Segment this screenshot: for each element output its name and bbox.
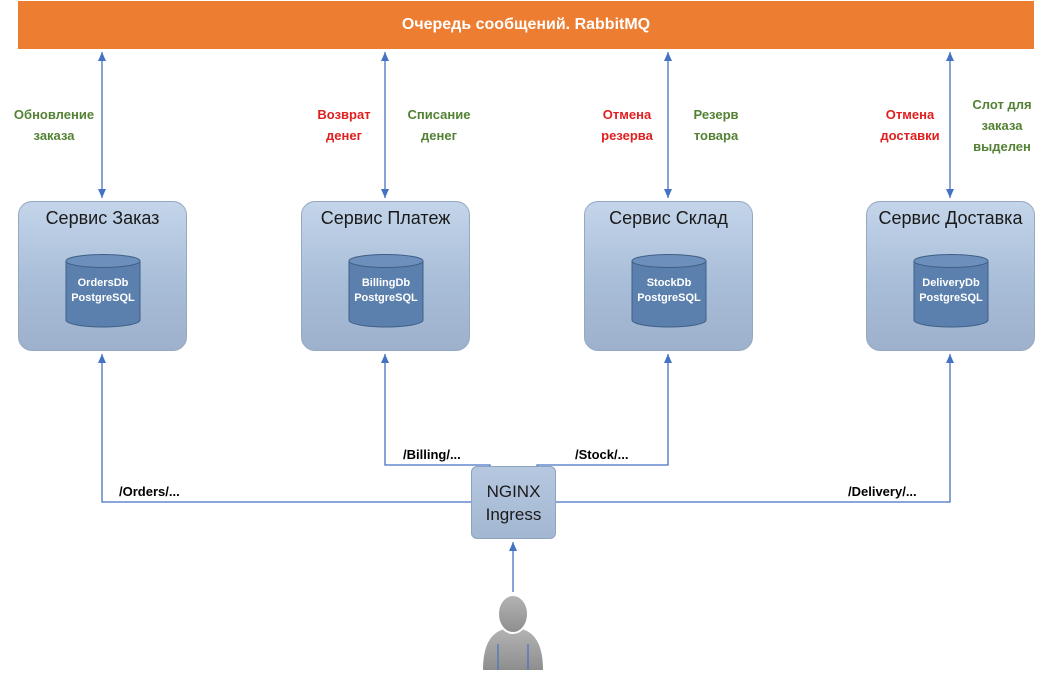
db-engine: PostgreSQL [354, 292, 418, 304]
route-line-billing [381, 354, 491, 466]
route-line-orders [98, 354, 471, 503]
user-icon [483, 594, 543, 670]
event-cancel-delivery: Отмена доставки [880, 107, 940, 143]
service-stock: Сервис Склад StockDb PostgreSQL [584, 201, 753, 351]
service-billing-title: Сервис Платеж [320, 208, 451, 228]
event-charge: Списание денег [407, 107, 471, 143]
event-order-update: Обновление заказа [13, 107, 95, 143]
db-engine: PostgreSQL [637, 292, 701, 304]
service-billing: Сервис Платеж BillingDb PostgreSQL [301, 201, 470, 351]
event-reserve: Резерв товара [693, 107, 739, 143]
db-name: DeliveryDb [922, 277, 980, 289]
route-label-delivery: /Delivery/... [848, 484, 917, 499]
database-cylinder-icon [913, 254, 989, 328]
database-cylinder-icon [65, 254, 141, 328]
db-name: StockDb [646, 277, 692, 289]
service-delivery: Сервис Доставка DeliveryDb PostgreSQL [866, 201, 1035, 351]
route-line-delivery [556, 354, 954, 503]
event-slot-allocated: Слот для заказа выделен [972, 97, 1032, 154]
message-queue-title: Очередь сообщений. RabbitMQ [401, 16, 651, 33]
database-cylinder-icon [348, 254, 424, 328]
db-engine: PostgreSQL [71, 292, 135, 304]
message-queue-bar: Очередь сообщений. RabbitMQ [18, 1, 1034, 49]
event-cancel-reserve: Отмена резерва [601, 107, 653, 143]
db-engine: PostgreSQL [919, 292, 983, 304]
route-label-orders: /Orders/... [119, 484, 180, 499]
service-order: Сервис Заказ OrdersDb PostgreSQL [18, 201, 187, 351]
route-line-stock [536, 354, 672, 466]
database-cylinder-icon [631, 254, 707, 328]
ingress-line2: Ingress [485, 504, 542, 524]
route-label-stock: /Stock/... [575, 447, 629, 462]
database-delivery: DeliveryDb PostgreSQL [913, 254, 989, 328]
service-stock-title: Сервис Склад [609, 208, 728, 228]
db-name: BillingDb [361, 277, 411, 289]
database-orders: OrdersDb PostgreSQL [65, 254, 141, 328]
service-order-title: Сервис Заказ [45, 208, 160, 228]
database-stock: StockDb PostgreSQL [631, 254, 707, 328]
route-label-billing: /Billing/... [403, 447, 461, 462]
db-name: OrdersDb [77, 277, 129, 289]
database-billing: BillingDb PostgreSQL [348, 254, 424, 328]
event-refund: Возврат денег [317, 107, 371, 143]
service-delivery-title: Сервис Доставка [878, 208, 1023, 228]
ingress-line1: NGINX [486, 481, 541, 501]
nginx-ingress: NGINX Ingress [471, 466, 556, 539]
